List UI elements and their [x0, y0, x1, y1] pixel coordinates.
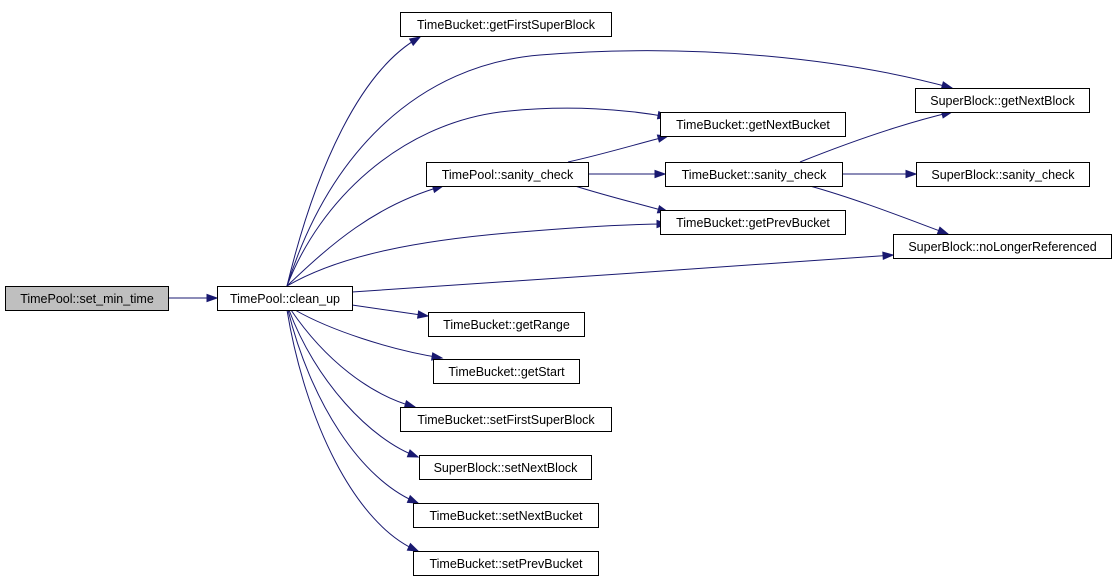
node-label: TimeBucket::sanity_check [682, 168, 827, 182]
arrowhead [936, 226, 950, 235]
node-label: TimePool::clean_up [230, 292, 340, 306]
node-box [413, 551, 599, 576]
node-tb-getNextBucket[interactable]: TimeBucket::getNextBucket [660, 112, 846, 137]
edge-clean_up-to-tb_setPrevBucket [286, 309, 420, 552]
edge-clean_up-to-tb_setFirstSuperBlock [290, 309, 417, 409]
edge-tp_sanity_check-to-tb_sanity_check [588, 169, 667, 179]
edge-clean_up-to-tb_getNextBucket [286, 107, 670, 287]
node-box [916, 162, 1090, 187]
node-tp-sanity-check[interactable]: TimePool::sanity_check [426, 162, 589, 187]
node-set-min-time[interactable]: TimePool::set_min_time [5, 286, 169, 311]
edge-line [351, 254, 894, 293]
node-label: SuperBlock::sanity_check [931, 168, 1075, 182]
arrowhead [417, 310, 430, 319]
edge-line [294, 309, 443, 359]
node-tb-setFirstSuperBlock[interactable]: TimeBucket::setFirstSuperBlock [400, 407, 612, 432]
arrowhead [430, 352, 444, 361]
edge-line [351, 304, 429, 317]
node-label: TimeBucket::setFirstSuperBlock [417, 413, 595, 427]
edge-line [286, 36, 421, 287]
edge-clean_up-to-tb_setNextBucket [287, 309, 420, 504]
node-label: TimeBucket::setPrevBucket [429, 557, 583, 571]
edge-line [567, 135, 669, 163]
edge-clean_up-to-sb_noLongerReferenced [351, 251, 895, 293]
node-tb-setPrevBucket[interactable]: TimeBucket::setPrevBucket [413, 551, 599, 576]
node-box [660, 112, 846, 137]
node-label: TimePool::set_min_time [20, 292, 154, 306]
arrowhead [940, 81, 954, 90]
node-label: TimeBucket::setNextBucket [429, 509, 583, 523]
edge-line [286, 50, 953, 287]
edge-clean_up-to-tp_sanity_check [286, 184, 445, 287]
edge-line [574, 185, 669, 213]
edge-line [287, 309, 419, 504]
node-box [915, 88, 1090, 113]
arrowhead [654, 169, 667, 179]
node-label: SuperBlock::noLongerReferenced [908, 240, 1096, 254]
arrowhead [403, 399, 417, 409]
node-label: TimeBucket::getNextBucket [676, 118, 830, 132]
node-box [217, 286, 353, 311]
edge-clean_up-to-tb_getFirstSuperBlock [286, 36, 422, 287]
node-sb-setNextBlock[interactable]: SuperBlock::setNextBlock [419, 455, 592, 480]
node-tb-getFirstSuperBlock[interactable]: TimeBucket::getFirstSuperBlock [400, 12, 612, 37]
edges [168, 36, 954, 552]
node-box [426, 162, 589, 187]
arrowhead [882, 251, 895, 261]
node-clean-up[interactable]: TimePool::clean_up [217, 286, 353, 311]
node-label: TimeBucket::getPrevBucket [676, 216, 830, 230]
arrowhead [905, 169, 918, 179]
edge-clean_up-to-sb_setNextBlock [288, 309, 420, 458]
node-sb-noLongerReferenced[interactable]: SuperBlock::noLongerReferenced [893, 234, 1112, 259]
node-tb-setNextBucket[interactable]: TimeBucket::setNextBucket [413, 503, 599, 528]
edge-set_min_time-to-clean_up [168, 293, 219, 303]
node-label: SuperBlock::getNextBlock [930, 94, 1075, 108]
node-box [419, 455, 592, 480]
arrowhead [406, 494, 420, 504]
node-label: TimeBucket::getRange [443, 318, 570, 332]
node-box [433, 359, 580, 384]
edge-tb_sanity_check-to-sb_sanity_check [842, 169, 918, 179]
node-box [400, 407, 612, 432]
edge-line [288, 309, 419, 458]
node-box [665, 162, 843, 187]
edge-line [286, 223, 668, 287]
node-box [893, 234, 1112, 259]
edge-tp_sanity_check-to-tb_getNextBucket [567, 134, 670, 163]
arrowhead [406, 542, 420, 552]
node-label: TimePool::sanity_check [442, 168, 574, 182]
node-box [400, 12, 612, 37]
node-sb-getNextBlock[interactable]: SuperBlock::getNextBlock [915, 88, 1090, 113]
edge-clean_up-to-tb_getRange [351, 304, 430, 319]
node-label: SuperBlock::setNextBlock [434, 461, 579, 475]
node-tb-getRange[interactable]: TimeBucket::getRange [428, 312, 585, 337]
edge-clean_up-to-sb_getNextBlock [286, 50, 954, 287]
node-sb-sanity-check[interactable]: SuperBlock::sanity_check [916, 162, 1090, 187]
edge-line [809, 185, 949, 235]
edge-line [290, 309, 416, 408]
nodes: TimePool::set_min_time TimePool::clean_up… [5, 12, 1112, 576]
node-box [5, 286, 169, 311]
arrowhead [206, 293, 219, 303]
edge-tb_sanity_check-to-sb_noLongerReferenced [809, 185, 950, 235]
edge-clean_up-to-tb_getPrevBucket [286, 219, 669, 287]
edge-line [286, 309, 419, 552]
edge-line [799, 111, 953, 163]
arrowhead [406, 449, 420, 458]
edge-line [286, 185, 444, 287]
edge-line [286, 107, 669, 287]
node-tb-getStart[interactable]: TimeBucket::getStart [433, 359, 580, 384]
node-label: TimeBucket::getStart [448, 365, 565, 379]
edge-tp_sanity_check-to-tb_getPrevBucket [574, 185, 670, 214]
arrowhead [408, 36, 422, 47]
node-box [413, 503, 599, 528]
node-tb-getPrevBucket[interactable]: TimeBucket::getPrevBucket [660, 210, 846, 235]
node-box [428, 312, 585, 337]
node-box [660, 210, 846, 235]
node-tb-sanity-check[interactable]: TimeBucket::sanity_check [665, 162, 843, 187]
node-label: TimeBucket::getFirstSuperBlock [417, 18, 596, 32]
